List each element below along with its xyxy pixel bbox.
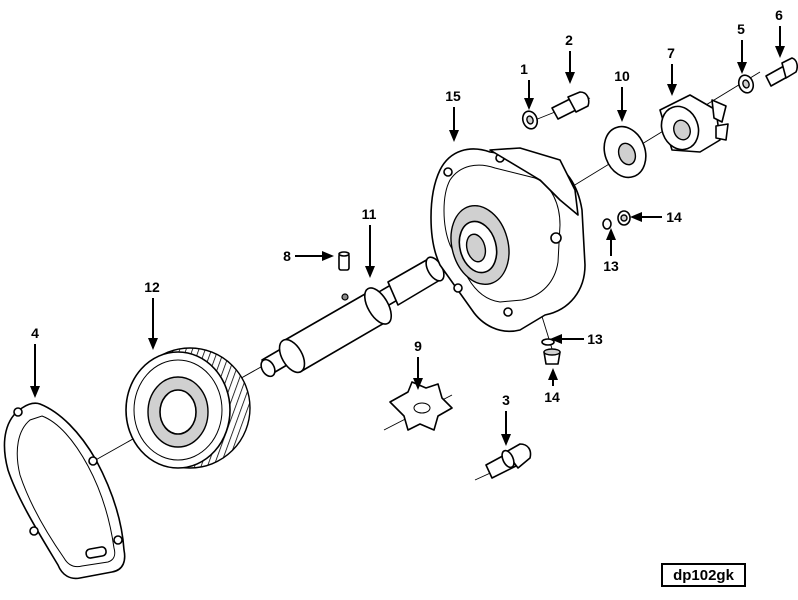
- callout-8-label: 8: [283, 248, 291, 264]
- callout-13-lower-label: 13: [587, 331, 603, 347]
- callout-7-label: 7: [667, 45, 675, 61]
- plug-lower-part: [543, 348, 561, 365]
- callout-10-label: 10: [614, 68, 630, 84]
- spacer-part: [603, 125, 647, 179]
- callout-13-upper: 13: [603, 228, 619, 274]
- washer-part: [521, 110, 539, 130]
- gasket-part: [3, 402, 126, 580]
- callout-6: 6: [775, 7, 785, 58]
- callout-7: 7: [667, 45, 677, 96]
- callout-1-label: 1: [520, 61, 528, 77]
- o-ring-upper-part: [602, 218, 612, 230]
- callout-2-label: 2: [565, 32, 573, 48]
- callout-3-label: 3: [502, 392, 510, 408]
- callout-4-label: 4: [31, 325, 39, 341]
- figure-reference-label: dp102gk: [661, 563, 746, 587]
- callout-12: 12: [144, 279, 160, 350]
- callout-9-label: 9: [414, 338, 422, 354]
- callout-11: 11: [362, 206, 377, 278]
- coupling-hub-part: [659, 94, 729, 153]
- idler-gear-part: [125, 347, 251, 469]
- callout-3: 3: [501, 392, 511, 446]
- callout-15-label: 15: [445, 88, 461, 104]
- callout-5-label: 5: [737, 21, 745, 37]
- callout-14-lower: 14: [544, 368, 560, 405]
- callout-10: 10: [614, 68, 630, 122]
- plug-upper-part: [617, 210, 631, 226]
- bolt-lower-part: [485, 443, 532, 479]
- callout-1: 1: [520, 61, 534, 110]
- callout-8: 8: [283, 248, 334, 264]
- callout-13-upper-label: 13: [603, 258, 619, 274]
- washer-small-part: [737, 74, 755, 94]
- callout-5: 5: [737, 21, 747, 74]
- callout-14-upper: 14: [630, 209, 682, 225]
- callout-13-lower: 13: [550, 331, 603, 347]
- callout-2: 2: [565, 32, 575, 84]
- shaft-part: [260, 256, 445, 378]
- callout-4: 4: [30, 325, 40, 398]
- callout-11-label: 11: [362, 206, 377, 222]
- callout-14-lower-label: 14: [544, 389, 560, 405]
- bolt-upper-part: [551, 91, 590, 120]
- callout-9: 9: [413, 338, 423, 390]
- callout-14-upper-label: 14: [666, 209, 682, 225]
- coupling-spider-part: [389, 381, 453, 431]
- callout-6-label: 6: [775, 7, 783, 23]
- dowel-pin-part: [338, 251, 350, 271]
- o-ring-lower-part: [541, 338, 555, 346]
- callout-15: 15: [445, 88, 461, 142]
- bolt-end-part: [765, 57, 798, 87]
- callout-12-label: 12: [144, 279, 160, 295]
- pump-housing-part: [430, 147, 586, 332]
